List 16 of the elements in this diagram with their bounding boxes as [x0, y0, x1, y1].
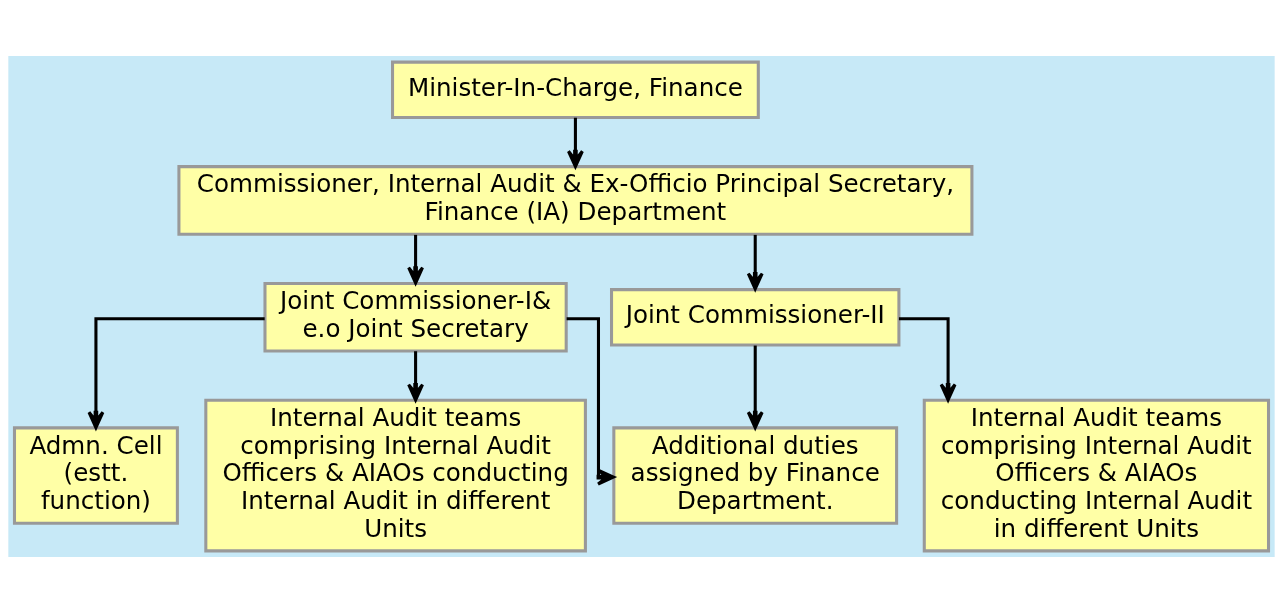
node-box: Joint Commissioner-I& e.o Joint Secretary: [263, 281, 568, 353]
arrow: [566, 117, 584, 168]
node-box: Commissioner, Internal Audit & Ex-Officio Principal Secretary, Finance (IA) Department: [177, 164, 974, 236]
arrow: [898, 316, 957, 401]
node-box: Internal Audit teams comprising Internal Audit Officers & AIAOs conducting Internal Audit in different Units: [204, 398, 587, 552]
node-box: Joint Commissioner-II: [610, 287, 901, 346]
node-box: Additional duties assigned by Finance Department.: [612, 425, 899, 525]
arrow: [407, 350, 425, 402]
node-box: Minister-In-Charge, Finance: [391, 60, 760, 119]
arrow: [746, 345, 764, 429]
arrow: [566, 316, 616, 486]
arrow: [407, 234, 425, 285]
node-box: Admn. Cell (estt. function): [12, 425, 179, 525]
node-box: Internal Audit teams comprising Internal Audit Officers & AIAOs conducting Internal Audit in different Units: [922, 398, 1271, 552]
arrow: [746, 234, 764, 290]
arrow: [87, 316, 265, 429]
